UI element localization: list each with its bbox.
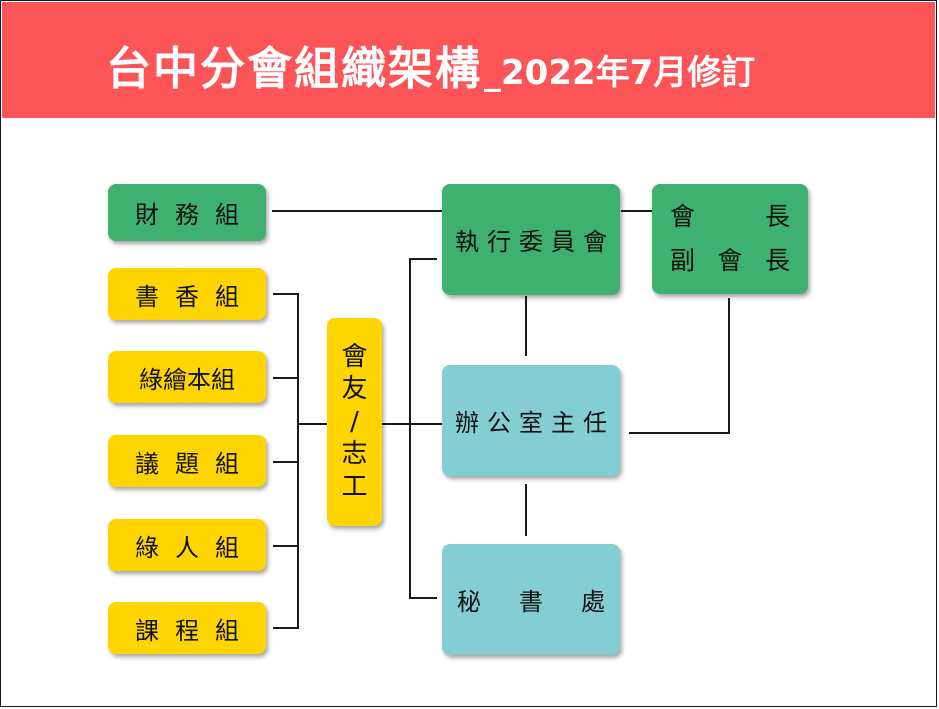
page-title: 台中分會組織架構 _2022年7月修訂: [106, 32, 755, 96]
bracket-tick-book: [273, 293, 299, 295]
secretariat-label: 秘書處: [457, 588, 643, 616]
secretariat-box: 秘書處: [442, 544, 620, 655]
connector-leaders-down: [728, 298, 730, 434]
title-banner: 台中分會組織架構 _2022年7月修訂: [2, 2, 935, 118]
connector-executive-leaders: [621, 210, 652, 212]
volunteers-char-3: /: [350, 406, 359, 437]
bracket-tick-courses: [273, 627, 299, 629]
connector-volunteers-right: [382, 423, 442, 425]
courses-group-label: 課程組: [135, 616, 255, 645]
volunteers-char-1: 會: [341, 341, 368, 372]
issues-group-label: 議題組: [135, 449, 255, 478]
executive-committee-box: 執行委員會: [442, 184, 620, 295]
bracket-right-bottom: [409, 597, 437, 599]
president-row: 會 長: [670, 202, 790, 232]
bracket-right-vertical: [409, 258, 411, 599]
volunteers-box: 會 友 / 志 工: [327, 318, 382, 526]
book-group-label: 書香組: [135, 282, 255, 311]
green-people-group-label: 綠人組: [135, 533, 255, 562]
bracket-tick-picture-book: [273, 377, 299, 379]
courses-group-box: 課程組: [108, 602, 266, 654]
volunteers-char-5: 工: [341, 471, 368, 502]
leaders-box: 會 長 副 會 長: [652, 184, 808, 294]
president-char-1: 會: [670, 202, 696, 231]
vice-president-row: 副 會 長: [670, 246, 790, 276]
president-char-2: 長: [764, 202, 790, 231]
office-director-box: 辦公室主任: [442, 365, 620, 476]
picture-book-group-label: 綠繪本組: [139, 365, 235, 394]
picture-book-group-box: 綠繪本組: [108, 351, 266, 403]
vice-president-char-1: 副: [670, 246, 696, 275]
green-people-group-box: 綠人組: [108, 519, 266, 571]
title-main: 台中分會組織架構: [106, 42, 483, 95]
volunteers-char-2: 友: [341, 374, 368, 405]
volunteers-char-4: 志: [341, 439, 368, 470]
title-revision: _2022年7月修訂: [484, 53, 756, 93]
bracket-tick-green-people: [273, 545, 299, 547]
connector-finance-executive: [272, 210, 442, 212]
book-group-box: 書香組: [108, 268, 266, 320]
connector-leaders-office: [629, 432, 730, 434]
connector-executive-office: [525, 296, 527, 356]
vice-president-char-2: 會: [717, 246, 743, 275]
finance-group-box: 財務組: [108, 184, 266, 241]
office-director-label: 辦公室主任: [455, 409, 615, 437]
vice-president-char-3: 長: [764, 246, 790, 275]
issues-group-box: 議題組: [108, 435, 266, 487]
finance-group-label: 財務組: [135, 201, 255, 229]
bracket-tick-issues: [273, 461, 299, 463]
connector-groups-volunteers: [299, 423, 327, 425]
bracket-right-top: [409, 258, 437, 260]
connector-office-secretariat: [525, 484, 527, 536]
executive-committee-label: 執行委員會: [455, 228, 615, 256]
